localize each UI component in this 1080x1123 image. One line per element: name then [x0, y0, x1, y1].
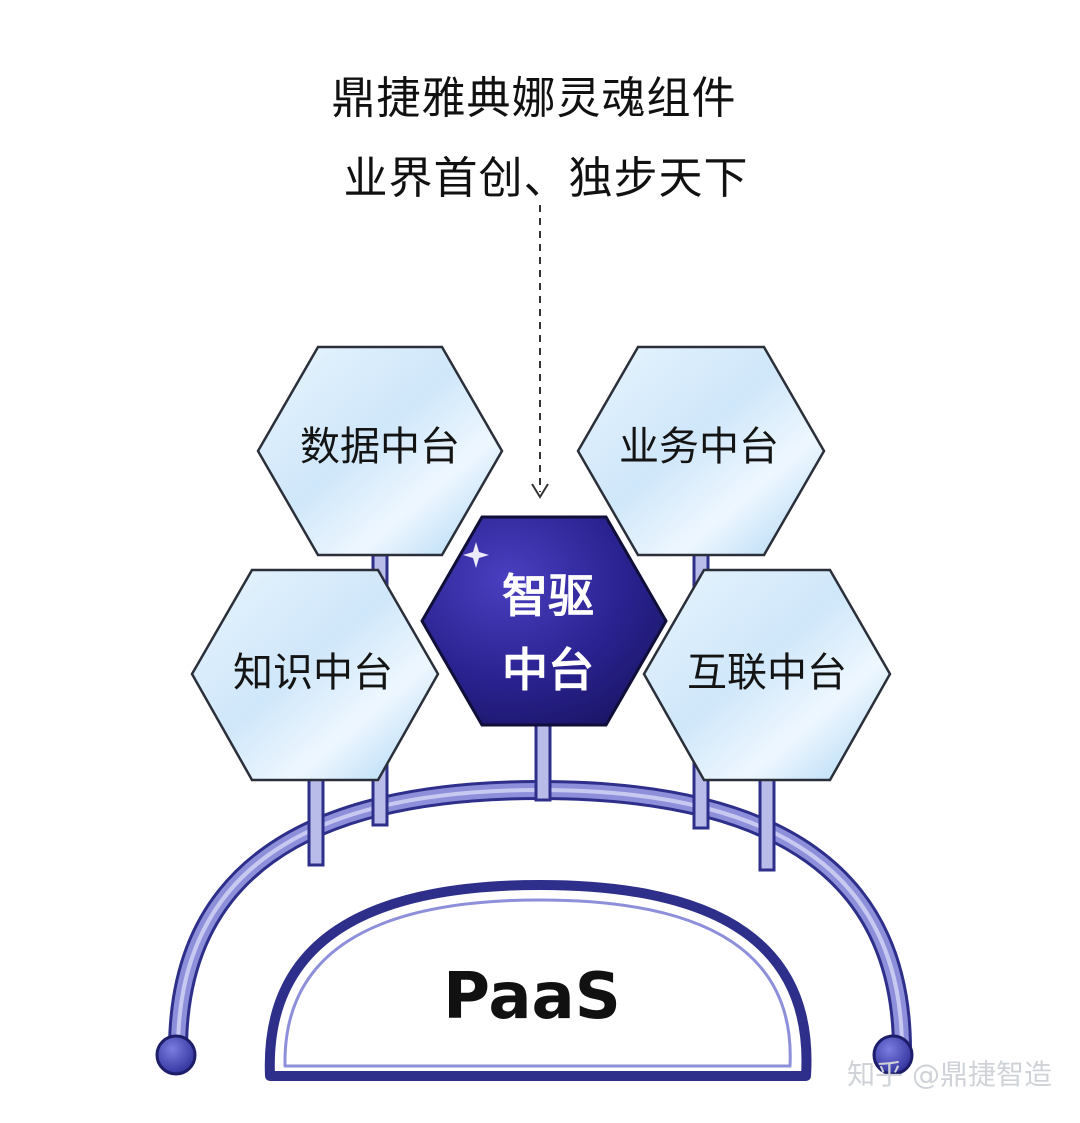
watermark: 知乎 @鼎捷智造: [847, 1053, 1052, 1093]
hex-business-platform-label: 业务中台: [619, 424, 779, 470]
hex-knowledge-platform-label: 知识中台: [233, 650, 393, 696]
hex-data-platform-label: 数据中台: [300, 424, 460, 470]
hex-smart-drive-label-line1: 智驱: [502, 569, 594, 623]
hex-interconnect-platform: 互联中台: [644, 570, 890, 780]
paas-dome: PaaS: [270, 885, 807, 1076]
hex-smart-drive-platform: 智驱 中台: [422, 517, 666, 725]
hex-interconnect-platform-label: 互联中台: [687, 650, 847, 696]
hex-smart-drive-label-line2: 中台: [502, 643, 594, 697]
left-knob: [157, 1036, 195, 1074]
hex-data-platform: 数据中台: [258, 347, 502, 555]
hex-business-platform: 业务中台: [578, 347, 824, 555]
pointer-arrow: [532, 205, 548, 497]
hex-knowledge-platform: 知识中台: [192, 570, 438, 780]
paas-label: PaaS: [443, 960, 621, 1034]
